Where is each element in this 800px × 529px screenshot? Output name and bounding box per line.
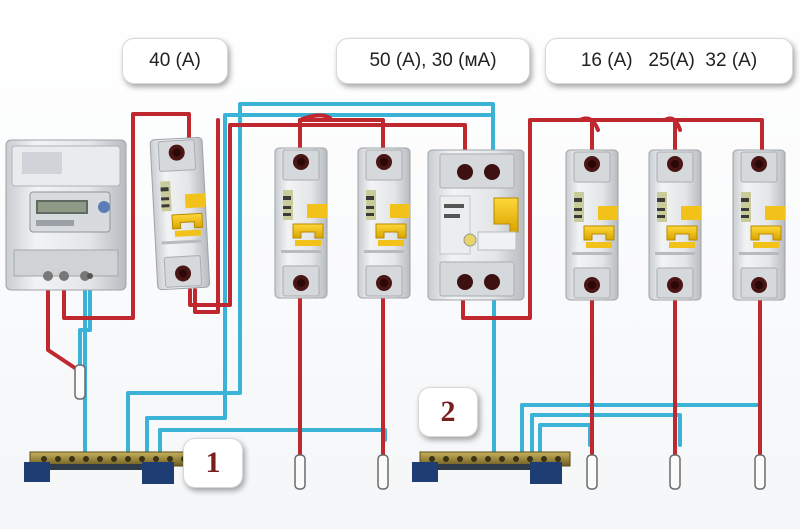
rcd-icon (427, 149, 525, 301)
main-breaker-icon (149, 136, 211, 291)
bus-2-number: 2 (418, 387, 478, 437)
rcd-rating-label: 50 (A), 30 (мА) (336, 38, 530, 84)
neutral-bus-icon (412, 451, 571, 484)
bus-1-number: 1 (183, 438, 243, 488)
group-breakers-rating-label: 16 (A) 25(A) 32 (A) (545, 38, 793, 84)
main-breaker-rating-label: 40 (A) (122, 38, 228, 84)
electric-meter-icon (5, 139, 127, 291)
neutral-bus-icon (24, 451, 201, 484)
